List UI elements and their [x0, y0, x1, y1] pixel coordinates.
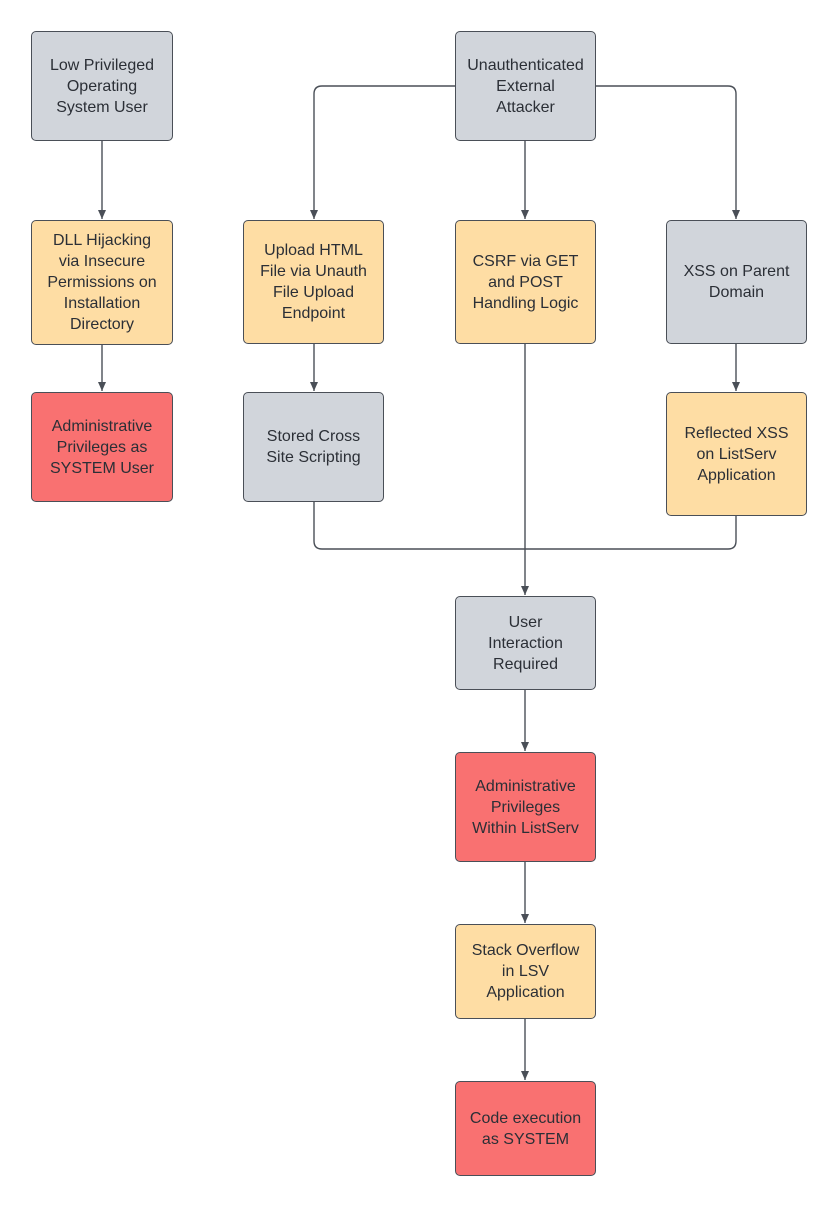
node-csrf-get-post: CSRF via GET and POST Handling Logic	[455, 220, 596, 344]
node-stored-cross-site-scripting: Stored Cross Site Scripting	[243, 392, 384, 502]
node-admin-privileges-system-user: Administrative Privileges as SYSTEM User	[31, 392, 173, 502]
edge-reflected-xss-to-user-interaction	[525, 516, 737, 550]
node-admin-privileges-within-listserv: Administrative Privileges Within ListSer…	[455, 752, 596, 862]
node-xss-parent-domain: XSS on Parent Domain	[666, 220, 807, 344]
edge-attacker-to-xss-parent	[595, 85, 740, 219]
node-stack-overflow-lsv: Stack Overflow in LSV Application	[455, 924, 596, 1019]
edge-stored-xss-to-user-interaction	[313, 502, 525, 550]
edge-attacker-to-upload	[310, 85, 455, 219]
node-code-execution-system: Code execution as SYSTEM	[455, 1081, 596, 1176]
node-user-interaction-required: User Interaction Required	[455, 596, 596, 690]
node-upload-html-file: Upload HTML File via Unauth File Upload …	[243, 220, 384, 344]
node-unauthenticated-external-attacker: Unauthenticated External Attacker	[455, 31, 596, 141]
node-low-privileged-os-user: Low Privileged Operating System User	[31, 31, 173, 141]
node-dll-hijacking: DLL Hijacking via Insecure Permissions o…	[31, 220, 173, 345]
node-reflected-xss-listserv: Reflected XSS on ListServ Application	[666, 392, 807, 516]
